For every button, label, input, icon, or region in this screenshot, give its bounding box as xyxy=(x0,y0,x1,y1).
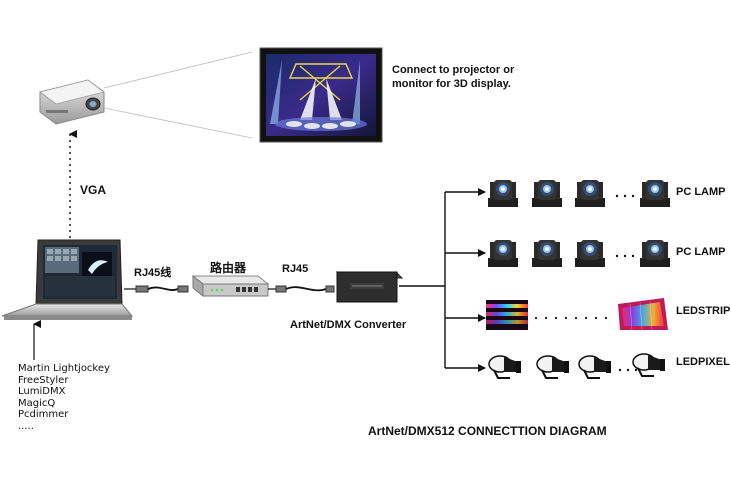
router xyxy=(191,274,270,298)
vga-label: VGA xyxy=(80,183,107,197)
ledpixel-row xyxy=(488,353,666,379)
output-label-4: LEDPIXEL xyxy=(676,356,730,368)
output-label-1: PC LAMP xyxy=(676,186,726,198)
software-item: MagicQ xyxy=(18,397,56,409)
dmx-output-tree xyxy=(399,188,486,372)
router-label: 路由器 xyxy=(210,261,247,275)
output-label-3: LEDSTRIP xyxy=(676,305,731,317)
projector-note: Connect to projector or monitor for 3D d… xyxy=(392,63,514,91)
projection-beam xyxy=(103,51,253,139)
cable-router-converter xyxy=(268,285,335,293)
software-item: ..... xyxy=(18,420,34,432)
ledstrip-row xyxy=(486,298,668,331)
software-item: Martin Lightjockey xyxy=(18,363,110,374)
projection-screen xyxy=(259,47,383,143)
laptop xyxy=(1,239,134,320)
artnet-dmx-converter xyxy=(335,271,404,303)
pc-lamp-row-2 xyxy=(488,240,670,267)
diagram-title: ArtNet/DMX512 CONNECTTION DIAGRAM xyxy=(368,424,607,438)
cable-laptop-router xyxy=(124,285,189,293)
software-item: FreeStyler xyxy=(18,374,69,386)
rj45-label: RJ45 xyxy=(282,263,309,275)
software-item: LumiDMX xyxy=(18,386,66,397)
software-item: Pcdimmer xyxy=(18,409,69,420)
projector-note-line-1: Connect to projector or xyxy=(392,64,515,76)
projector xyxy=(39,79,105,125)
rj45-cn-label: RJ45线 xyxy=(134,267,172,279)
pc-lamp-row-1 xyxy=(488,180,670,207)
software-list: Martin Lightjockey FreeStyler LumiDMX Ma… xyxy=(18,363,110,432)
converter-label: ArtNet/DMX Converter xyxy=(290,319,407,331)
output-label-2: PC LAMP xyxy=(676,246,726,258)
projector-note-line-2: monitor for 3D display. xyxy=(392,78,511,90)
